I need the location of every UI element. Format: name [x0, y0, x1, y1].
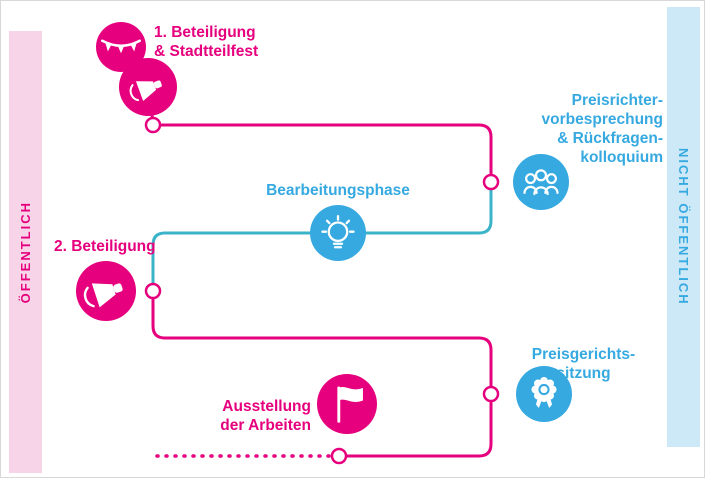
milestone-node — [144, 282, 162, 300]
milestone-node — [144, 116, 162, 134]
flag-bubble — [317, 374, 377, 434]
phase1-line — [153, 123, 493, 182]
beteiligung2-icon-group — [76, 261, 136, 321]
bearbeitung-icon-group — [310, 205, 366, 261]
lightbulb-bubble — [310, 205, 366, 261]
label-preisrichter: Preisrichter- vorbesprechung & Rückfrage… — [541, 92, 663, 166]
label-bearbeitungsphase: Bearbeitungsphase — [266, 182, 410, 199]
festival-icon-group — [96, 22, 177, 116]
label-preisgericht: Preisgerichts- sitzung — [531, 346, 636, 382]
milestone-node — [330, 447, 348, 465]
label-beteiligung1: 1. Beteiligung & Stadtteilfest — [154, 24, 259, 60]
label-ausstellung: Ausstellung der Arbeiten — [220, 398, 311, 434]
milestone-nodes — [144, 116, 500, 465]
public-bar-label: ÖFFENTLICH — [18, 200, 33, 304]
milestone-node — [482, 385, 500, 403]
people-bubble — [513, 154, 569, 210]
preisgericht-icon-group — [516, 366, 572, 422]
phase2-line — [151, 291, 493, 394]
non-public-bar-label: NICHT ÖFFENTLICH — [676, 148, 691, 306]
jury-icon-group — [513, 154, 569, 210]
non-public-bar: NICHT ÖFFENTLICH — [667, 7, 700, 447]
label-beteiligung2: 2. Beteiligung — [54, 238, 156, 255]
public-bar: ÖFFENTLICH — [9, 31, 42, 473]
milestone-node — [482, 173, 500, 191]
ausstellung-icon-group — [317, 374, 377, 434]
ausstellung-line — [341, 394, 493, 458]
